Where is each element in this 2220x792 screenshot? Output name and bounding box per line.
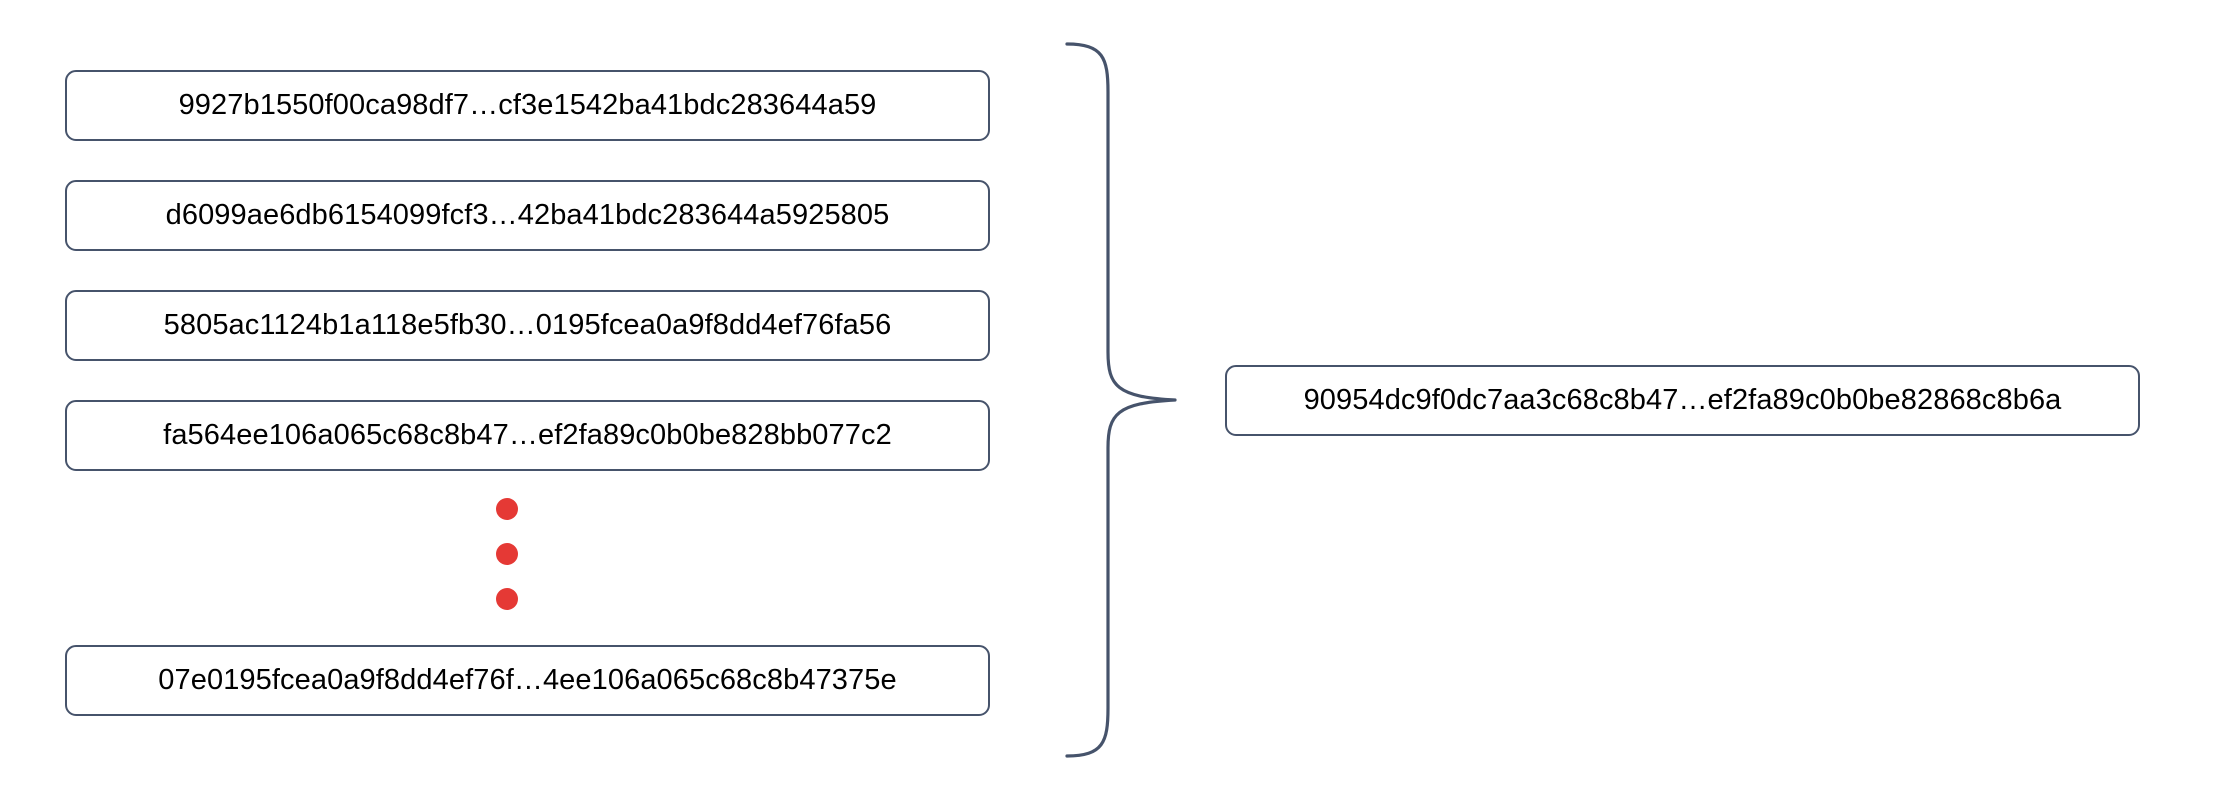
- input-hash-box-2[interactable]: 5805ac1124b1a118e5fb30…0195fcea0a9f8dd4e…: [65, 290, 990, 361]
- input-hash-box-1[interactable]: d6099ae6db6154099fcf3…42ba41bdc283644a59…: [65, 180, 990, 251]
- output-hash-label: 90954dc9f0dc7aa3c68c8b47…ef2fa89c0b0be82…: [1303, 384, 2062, 416]
- input-hash-label-0: 9927b1550f00ca98df7…cf3e1542ba41bdc28364…: [178, 89, 877, 121]
- ellipsis-dot-icon: [496, 588, 518, 610]
- input-hash-box-3[interactable]: fa564ee106a065c68c8b47…ef2fa89c0b0be828b…: [65, 400, 990, 471]
- output-hash-box[interactable]: 90954dc9f0dc7aa3c68c8b47…ef2fa89c0b0be82…: [1225, 365, 2140, 436]
- input-hash-label-1: d6099ae6db6154099fcf3…42ba41bdc283644a59…: [165, 199, 890, 231]
- input-hash-box-0[interactable]: 9927b1550f00ca98df7…cf3e1542ba41bdc28364…: [65, 70, 990, 141]
- ellipsis-dot-icon: [496, 543, 518, 565]
- curly-brace-connector: [1065, 42, 1177, 758]
- vertical-ellipsis: [496, 498, 524, 628]
- input-hash-label-2: 5805ac1124b1a118e5fb30…0195fcea0a9f8dd4e…: [163, 309, 892, 341]
- input-hash-box-4[interactable]: 07e0195fcea0a9f8dd4ef76f…4ee106a065c68c8…: [65, 645, 990, 716]
- input-hash-label-4: 07e0195fcea0a9f8dd4ef76f…4ee106a065c68c8…: [158, 664, 897, 696]
- ellipsis-dot-icon: [496, 498, 518, 520]
- input-hash-label-3: fa564ee106a065c68c8b47…ef2fa89c0b0be828b…: [163, 419, 892, 451]
